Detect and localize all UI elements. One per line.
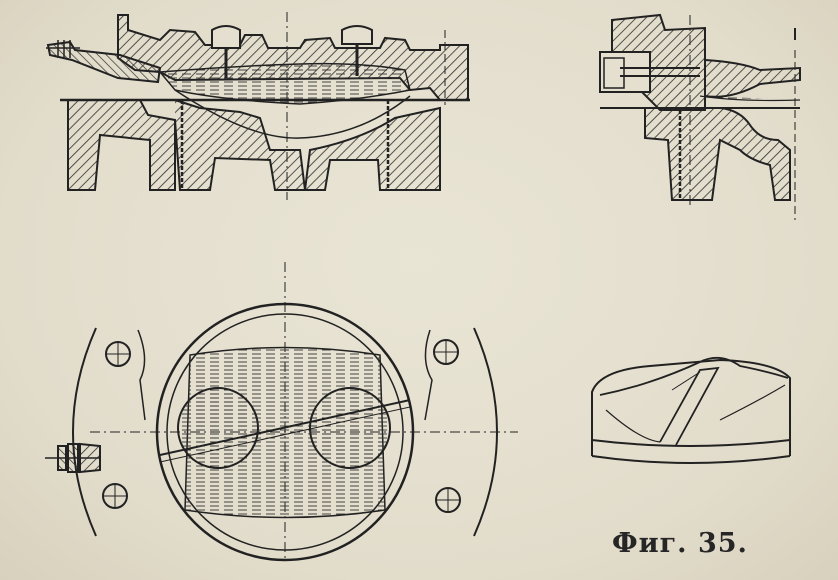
valve-right-circle bbox=[309, 387, 391, 469]
bolt-bottom-left bbox=[102, 483, 128, 509]
top-right-section bbox=[599, 13, 801, 220]
cylinder-bore-circle bbox=[155, 302, 415, 562]
injector-nozzle bbox=[46, 40, 162, 84]
figure-caption: Фиг. 35. bbox=[612, 528, 748, 559]
bolt-bottom-right bbox=[435, 487, 461, 513]
top-left-section bbox=[46, 12, 470, 200]
bolt-top-right bbox=[433, 339, 459, 365]
bottom-left-plan-view bbox=[45, 262, 518, 562]
side-injector bbox=[45, 442, 101, 474]
valve-left-circle bbox=[177, 387, 259, 469]
bottom-right-piston-sketch bbox=[591, 356, 791, 464]
bolt-top-left bbox=[105, 341, 131, 367]
